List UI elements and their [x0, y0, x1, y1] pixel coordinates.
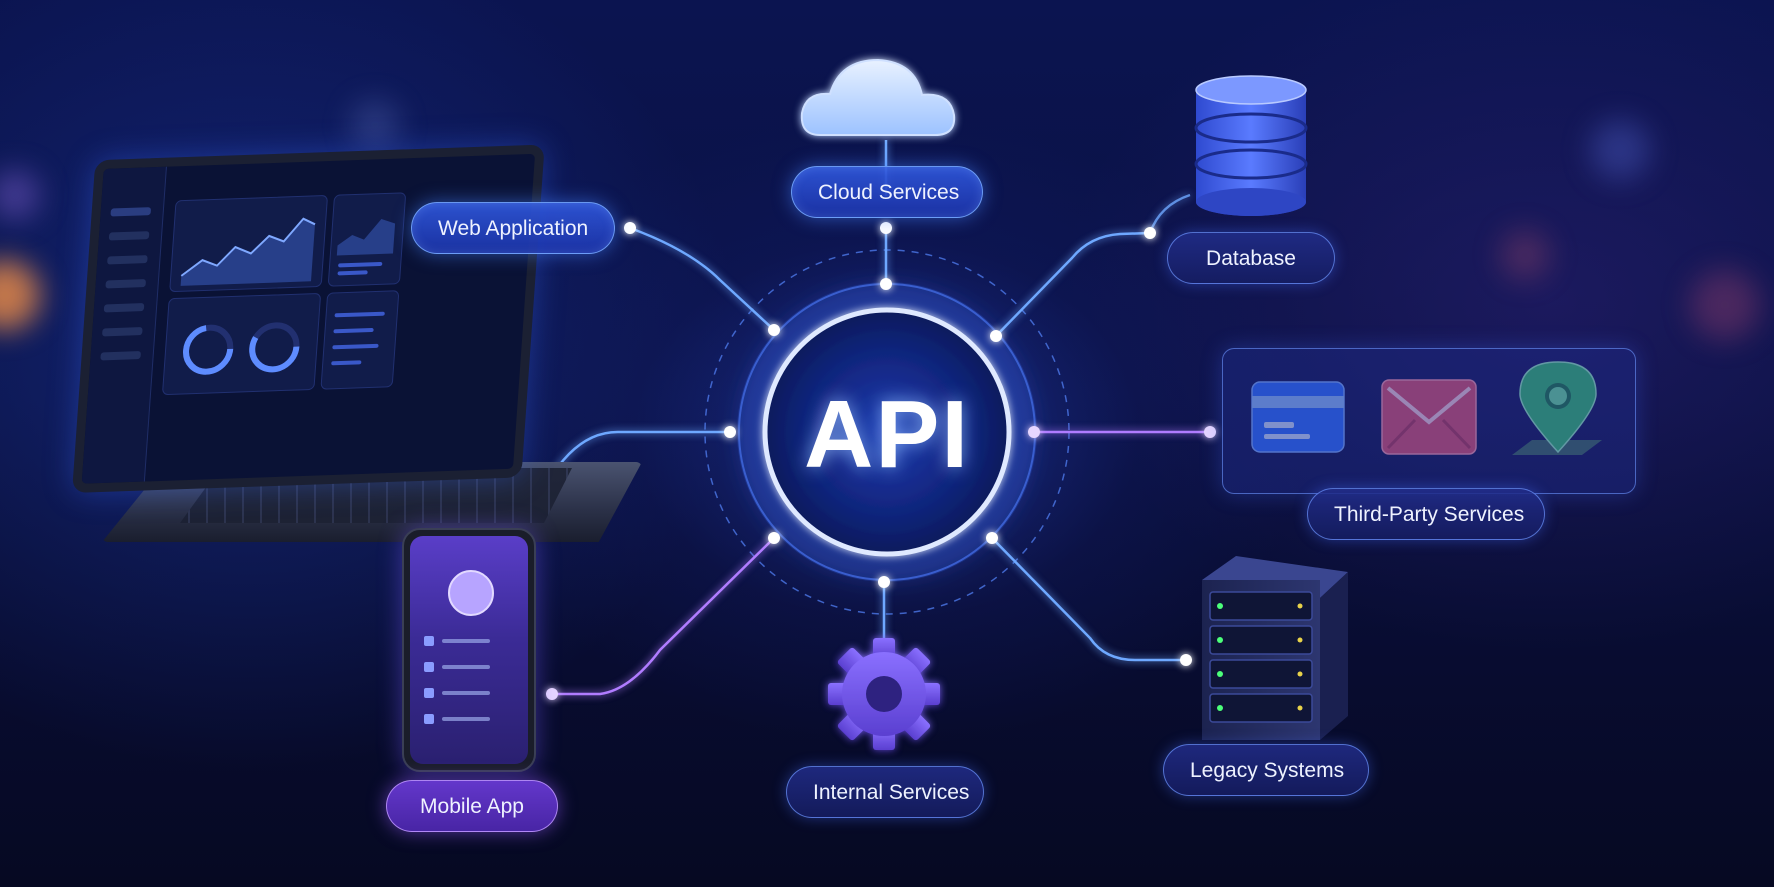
bokeh-light — [0, 170, 40, 220]
phone-list-item — [424, 662, 514, 672]
connector-legacy-systems — [991, 537, 1186, 662]
envelope-icon — [1381, 379, 1477, 455]
dashboard-sidebar-item — [100, 351, 142, 361]
dashboard-gauge-card — [161, 292, 322, 396]
node-dot — [768, 324, 780, 336]
connector-database-up — [1148, 193, 1191, 234]
connector-web-application — [629, 226, 775, 331]
bokeh-light — [1690, 270, 1760, 340]
bokeh-light — [350, 100, 400, 150]
connection-nodes — [546, 222, 1216, 700]
node-dot — [990, 330, 1002, 342]
avatar — [448, 570, 494, 616]
internal-services-label: Internal Services — [786, 766, 984, 818]
legacy-systems-label: Legacy Systems — [1163, 744, 1369, 796]
node-dot — [1180, 654, 1192, 666]
dashboard-bars — [331, 311, 385, 366]
bokeh-light — [1500, 230, 1550, 280]
third-party-services-panel — [1222, 348, 1636, 494]
map-pin-icon — [1512, 361, 1602, 455]
connector-database — [995, 231, 1151, 337]
gear-icon — [828, 638, 940, 750]
dashboard-list-card — [320, 290, 400, 390]
dashboard-sidebar-item — [108, 231, 150, 241]
node-dot — [1204, 426, 1216, 438]
dashboard-mini-chart — [336, 219, 396, 276]
laptop-illustration — [62, 144, 642, 570]
cloud-services-label: Cloud Services — [791, 166, 983, 218]
laptop-screen — [72, 144, 545, 494]
database-label: Database — [1167, 232, 1335, 284]
cloud-icon — [800, 58, 956, 136]
server-icon — [1202, 556, 1348, 740]
node-dot — [768, 532, 780, 544]
dashboard-sidebar-item — [102, 327, 143, 337]
node-dot — [986, 532, 998, 544]
bokeh-light — [1590, 120, 1650, 180]
dashboard-sidebar-item — [105, 279, 147, 289]
node-dot — [546, 688, 558, 700]
database-icon — [1194, 75, 1308, 216]
dashboard-mini-card — [327, 192, 407, 287]
credit-card-icon — [1251, 381, 1345, 453]
api-hub-label: API — [803, 381, 971, 488]
phone-list-item — [424, 714, 514, 724]
phone-illustration — [402, 528, 536, 772]
mobile-app-label: Mobile App — [386, 780, 558, 832]
dashboard-sidebar-item — [110, 207, 152, 217]
dashboard-sidebar-item — [103, 303, 145, 313]
dashboard-chart-card — [169, 194, 329, 293]
node-dot — [1144, 227, 1156, 239]
node-dot — [724, 426, 736, 438]
node-dot — [624, 222, 636, 234]
dashboard-gauges — [182, 322, 300, 375]
third-party-services-label: Third-Party Services — [1307, 488, 1545, 540]
dashboard-line-chart — [180, 217, 316, 286]
web-application-label: Web Application — [411, 202, 615, 254]
node-dot — [1028, 426, 1040, 438]
node-dot — [878, 576, 890, 588]
phone-list-item — [424, 688, 514, 698]
node-dot — [880, 222, 892, 234]
phone-list-item — [424, 636, 514, 646]
node-dot — [880, 278, 892, 290]
dashboard-sidebar-item — [107, 255, 148, 265]
connector-mobile-app — [552, 537, 775, 696]
dashboard-sidebar — [81, 166, 167, 484]
phone-screen — [410, 536, 528, 764]
hub-circle — [762, 307, 1012, 557]
